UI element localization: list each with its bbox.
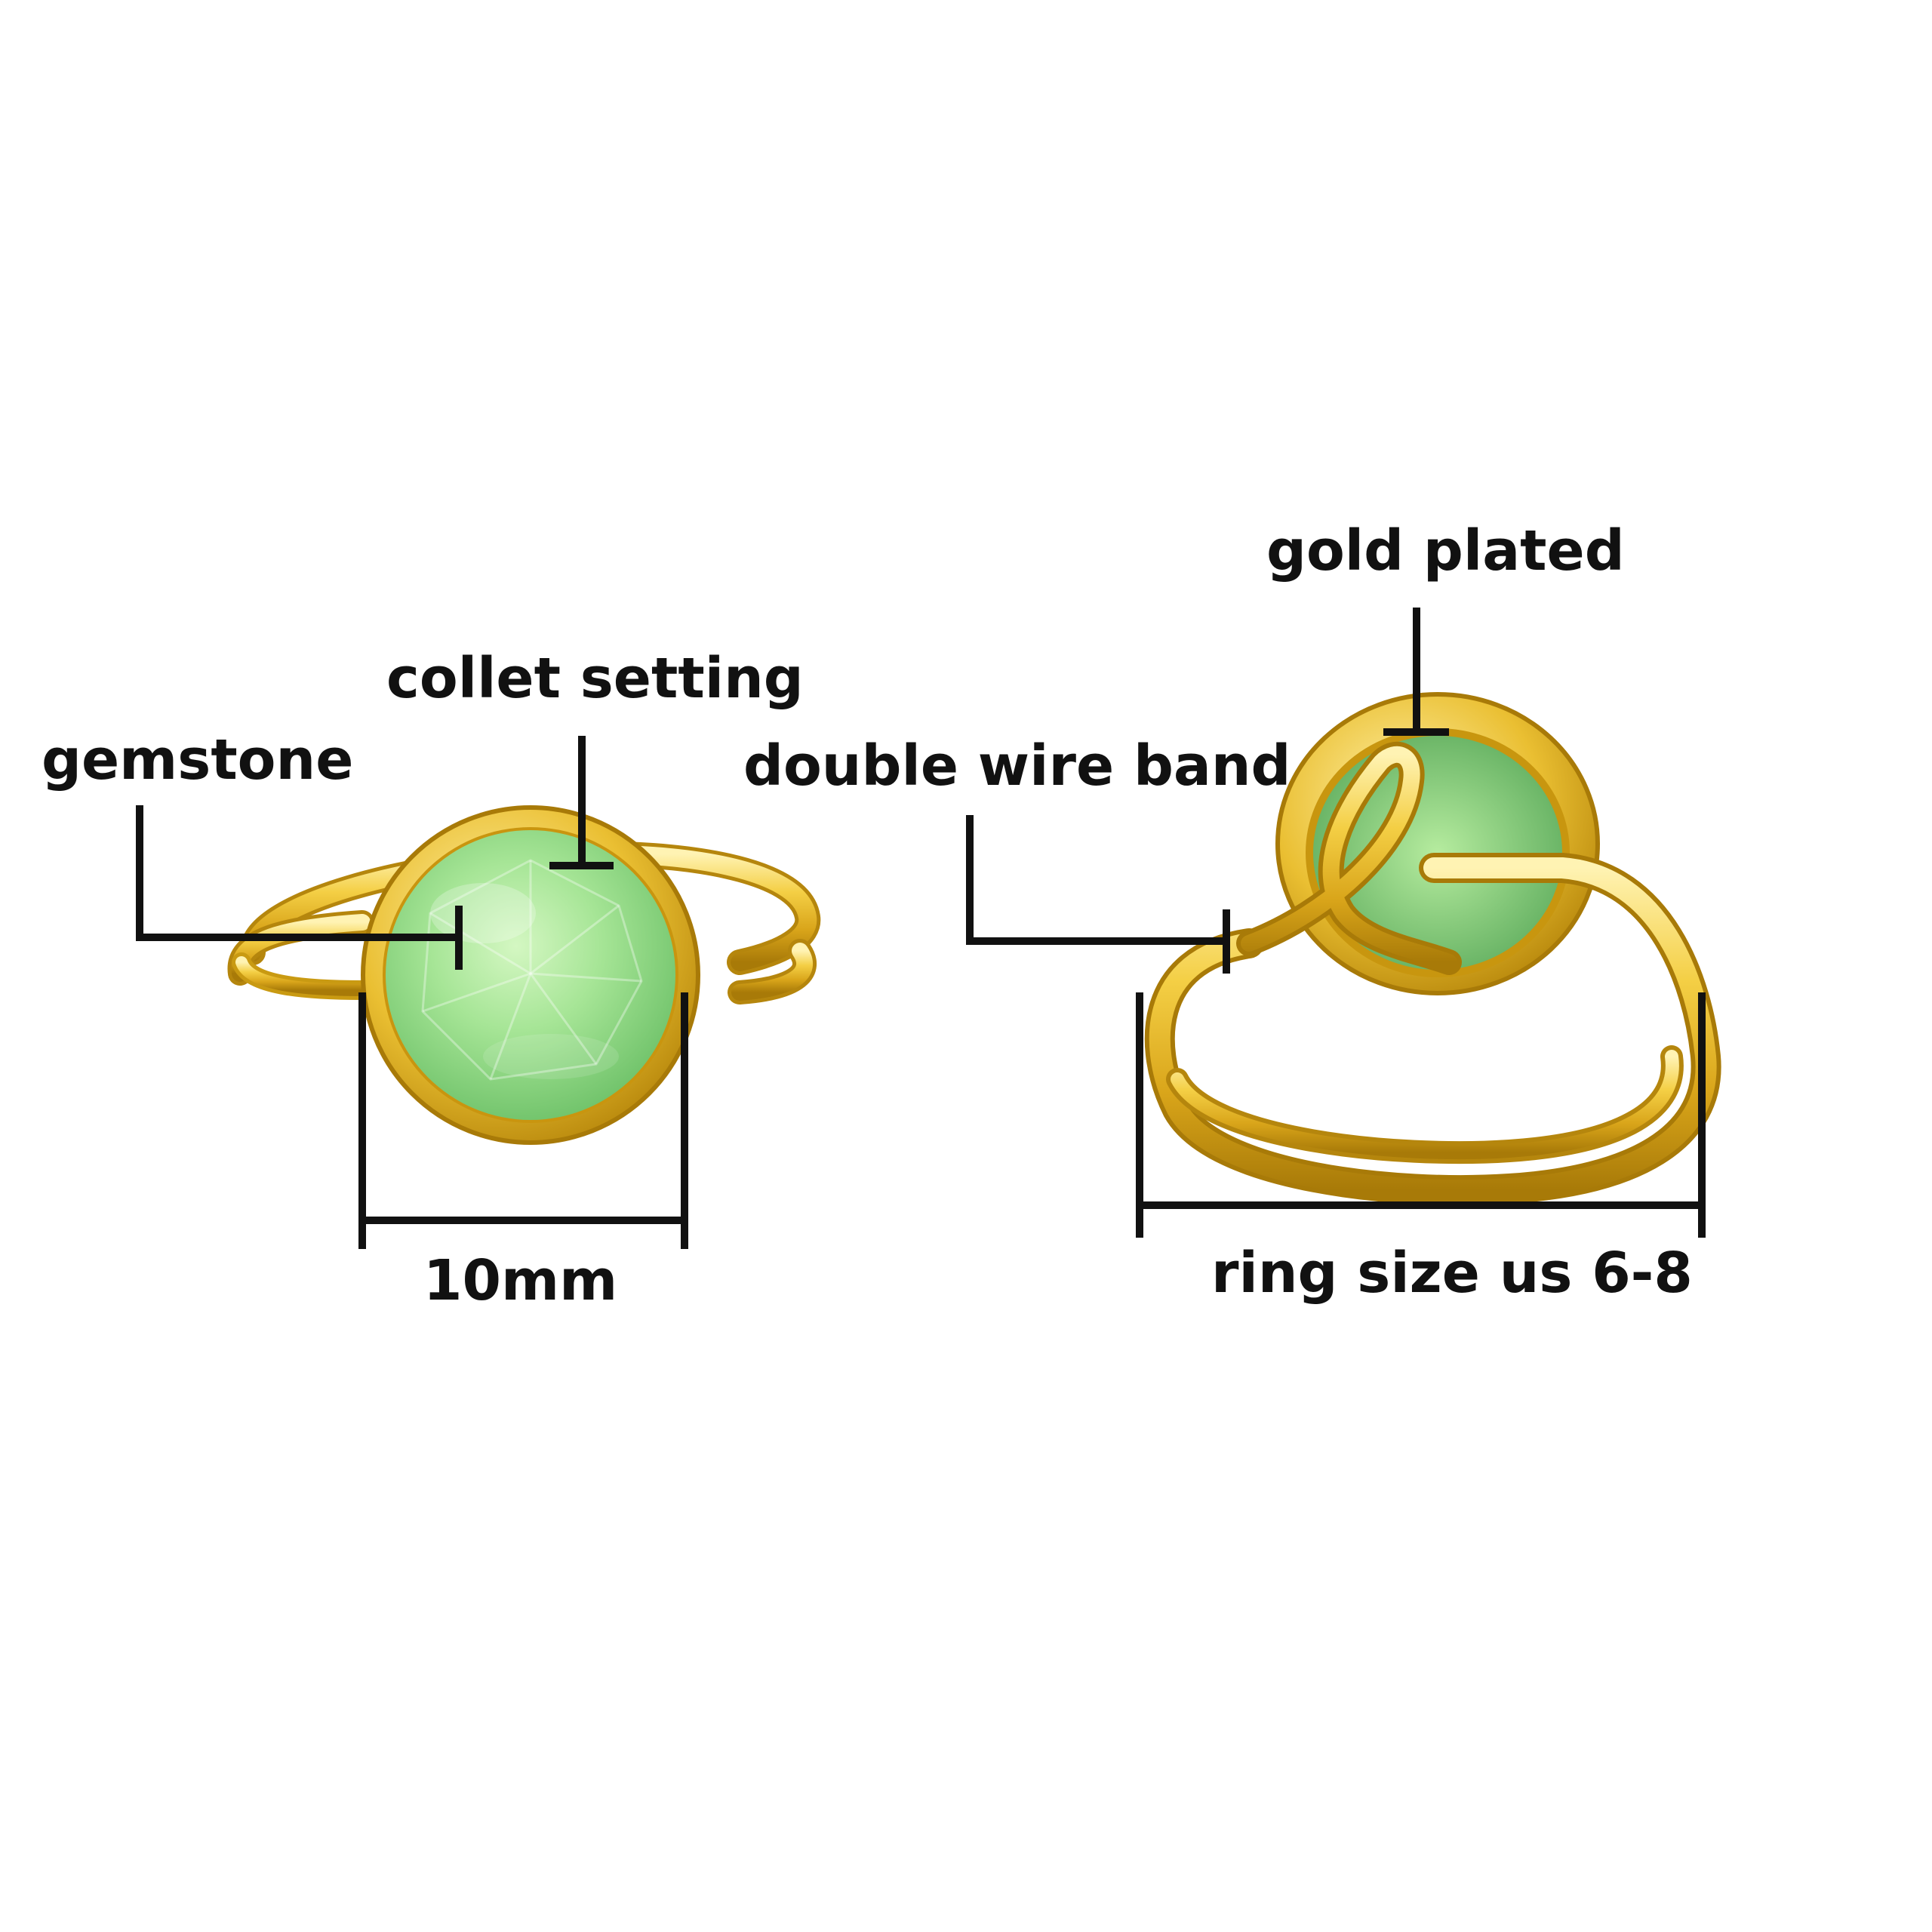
front-annotation-lines <box>136 736 688 1249</box>
back-ring-band <box>1144 741 1721 1206</box>
front-gemstone <box>386 830 675 1120</box>
front-view-ring <box>227 805 821 1145</box>
double-wire-band-label: double wire band <box>743 734 1291 798</box>
double-wire-band-leader-line <box>966 815 1230 945</box>
gemstone-label: gemstone <box>42 728 353 792</box>
gemstone-leader-line <box>136 805 463 941</box>
width-label: 10mm <box>423 1248 617 1313</box>
collet-setting-label: collet setting <box>386 646 804 711</box>
ring-size-label: ring size us 6-8 <box>1211 1241 1693 1306</box>
gold-plated-label: gold plated <box>1266 518 1625 583</box>
back-annotation-lines <box>966 608 1706 1238</box>
back-view-ring <box>1144 692 1721 1206</box>
